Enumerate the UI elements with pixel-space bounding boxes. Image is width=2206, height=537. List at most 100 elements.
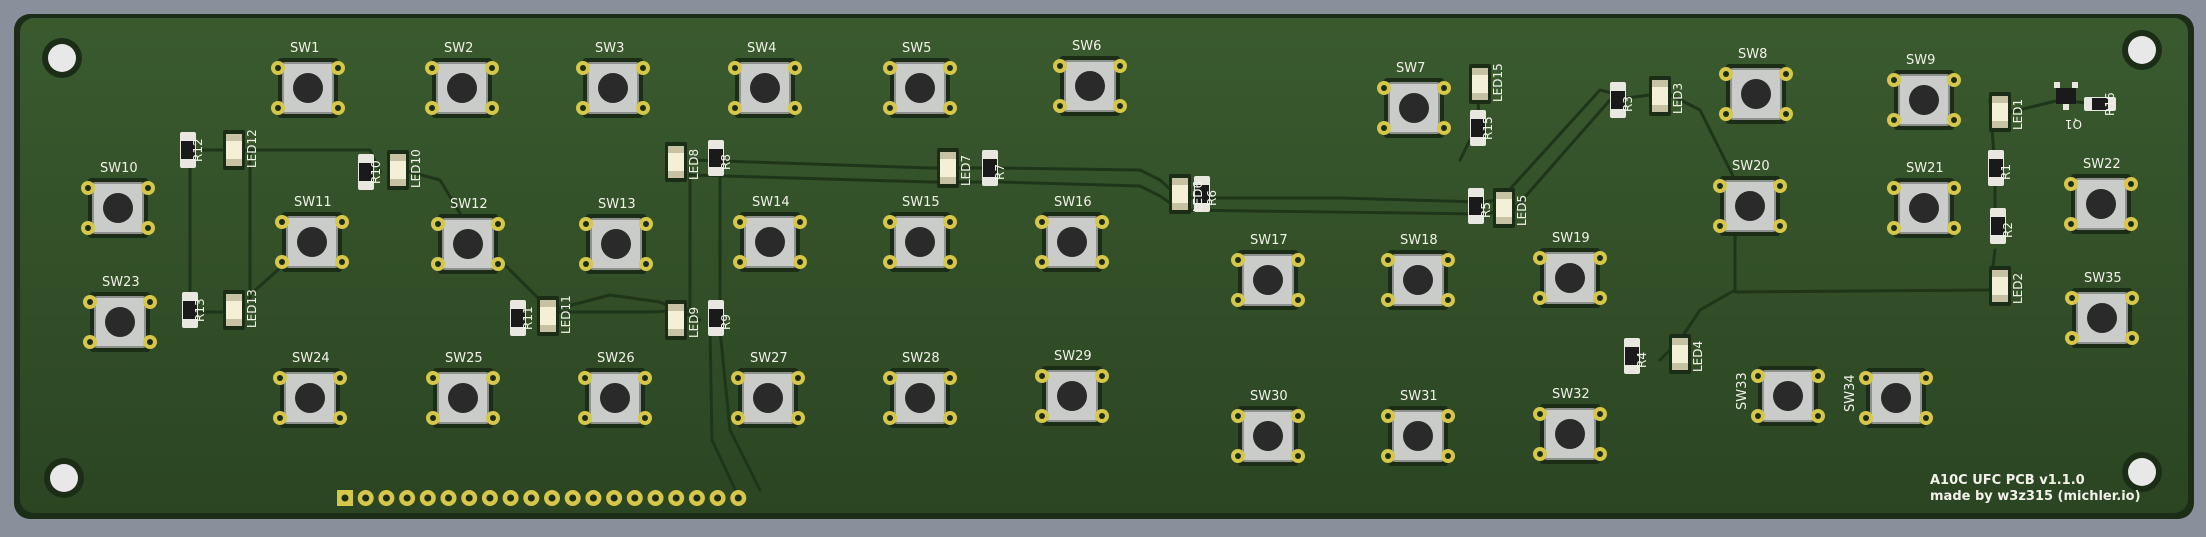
switch-sw17: SW17	[1231, 233, 1305, 310]
switch-sw31: SW31	[1381, 389, 1455, 466]
resistor-r11: R11	[510, 300, 535, 336]
switch-label: SW3	[595, 41, 624, 56]
switch-label: SW32	[1552, 387, 1590, 402]
switch-label: SW22	[2083, 157, 2121, 172]
mounting-hole-bore	[48, 44, 76, 72]
led-label: LED1	[2011, 99, 2025, 130]
switch-sw6: SW6	[1053, 39, 1127, 116]
transistor-q1: Q1	[2054, 82, 2082, 131]
switch-sw14: SW14	[733, 195, 807, 272]
switch-label: SW10	[100, 161, 138, 176]
resistor-r9: R9	[708, 300, 733, 336]
resistor-label: R10	[369, 160, 383, 184]
header-pin	[564, 490, 581, 506]
resistor-r13: R13	[182, 292, 207, 328]
switch-sw21: SW21	[1887, 161, 1961, 238]
switch-label: SW29	[1054, 349, 1092, 364]
switch-label: SW2	[444, 41, 473, 56]
switch-sw11: SW11	[275, 195, 349, 272]
switch-sw29: SW29	[1035, 349, 1109, 426]
resistor-r7: R7	[982, 150, 1007, 186]
mounting-hole-bore	[50, 464, 78, 492]
resistor-r2: R2	[1990, 208, 2015, 244]
switch-label: SW8	[1738, 47, 1767, 62]
header-pin	[440, 490, 457, 506]
header-pin	[606, 490, 623, 506]
led-label: LED15	[1491, 63, 1505, 102]
resistor-label: R8	[719, 154, 733, 170]
resistor-label: R7	[993, 164, 1007, 180]
led-led3: LED3	[1649, 76, 1685, 116]
switch-sw7: SW7	[1377, 61, 1451, 138]
resistor-r1: R1	[1988, 150, 2013, 186]
switch-label: SW35	[2084, 271, 2122, 286]
resistor-label: R16	[2103, 92, 2117, 116]
switch-label: SW24	[292, 351, 330, 366]
resistor-r15: R15	[1470, 110, 1495, 146]
header-pin	[709, 490, 726, 506]
resistor-label: R2	[2001, 222, 2015, 238]
resistor-label: R3	[1621, 96, 1635, 112]
resistor-r3: R3	[1610, 82, 1635, 118]
switch-label: SW11	[294, 195, 332, 210]
switch-label: SW9	[1906, 53, 1935, 68]
switch-label: SW33	[1735, 372, 1750, 410]
switch-label: SW13	[598, 197, 636, 212]
led-label: LED8	[687, 149, 701, 180]
resistor-label: R5	[1479, 202, 1493, 218]
header-pin	[544, 490, 560, 506]
switch-sw20: SW20	[1713, 159, 1787, 236]
header-pin	[730, 490, 747, 506]
switch-sw35: SW35	[2065, 271, 2139, 348]
switch-label: SW25	[445, 351, 483, 366]
switch-label: SW19	[1552, 231, 1590, 246]
switch-label: SW4	[747, 41, 776, 56]
header-pin	[378, 490, 395, 506]
led-led7: LED7	[937, 148, 973, 188]
resistor-r5: R5	[1468, 188, 1493, 224]
switch-label: SW27	[750, 351, 788, 366]
header-pin	[337, 490, 353, 506]
led-label: LED7	[959, 155, 973, 186]
switch-sw22: SW22	[2064, 157, 2138, 234]
led-led15: LED15	[1469, 63, 1505, 104]
header-pin	[688, 490, 705, 506]
mounting-hole-bore	[2128, 36, 2156, 64]
switch-label: SW1	[290, 41, 319, 56]
led-led11: LED11	[537, 295, 573, 336]
resistor-label: R1	[1999, 164, 2013, 180]
switch-label: SW26	[597, 351, 635, 366]
header-pin	[668, 490, 685, 506]
led-led8: LED8	[665, 142, 701, 182]
led-led4: LED4	[1669, 334, 1705, 374]
led-led2: LED2	[1989, 266, 2025, 306]
led-label: LED5	[1515, 195, 1529, 226]
pin-header	[337, 490, 747, 506]
switch-label: SW15	[902, 195, 940, 210]
switch-sw34: SW34	[1843, 368, 1933, 428]
mounting-holes	[42, 30, 2162, 498]
switch-sw4: SW4	[728, 41, 802, 118]
led-label: LED4	[1691, 341, 1705, 372]
led-led10: LED10	[387, 149, 423, 190]
resistor-label: R12	[191, 138, 205, 162]
switch-sw18: SW18	[1381, 233, 1455, 310]
resistor-r4: R4	[1624, 338, 1649, 374]
switch-label: SW18	[1400, 233, 1438, 248]
led-led5: LED5	[1493, 188, 1529, 228]
resistor-label: R6	[1205, 190, 1219, 206]
led-label: LED13	[245, 289, 259, 328]
switch-sw2: SW2	[425, 41, 499, 118]
led-label: LED12	[245, 129, 259, 168]
led-label: LED10	[409, 149, 423, 188]
resistor-label: R13	[193, 298, 207, 322]
mounting-hole-bore	[2128, 458, 2156, 486]
header-pin	[647, 490, 664, 506]
switch-sw19: SW19	[1533, 231, 1607, 308]
switch-label: SW31	[1400, 389, 1438, 404]
switch-label: SW12	[450, 197, 488, 212]
led-led1: LED1	[1989, 92, 2025, 132]
resistor-label: R15	[1481, 116, 1495, 140]
